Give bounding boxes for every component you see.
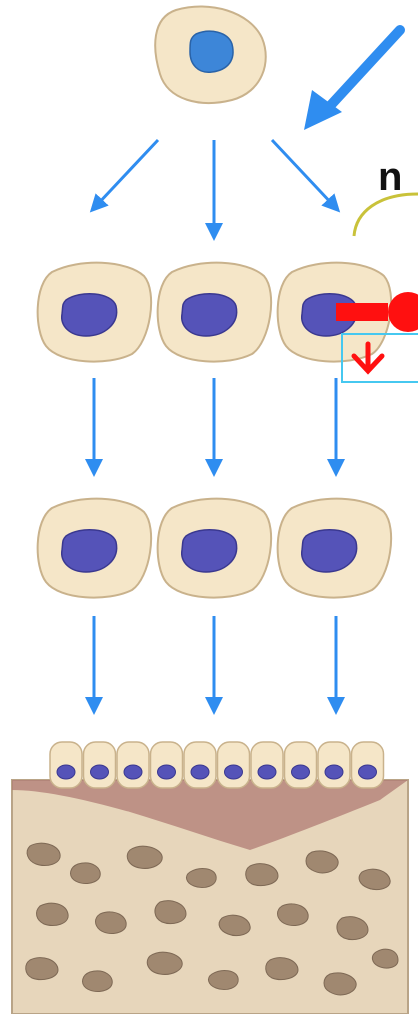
bone-pores [25,842,399,996]
osteoblast-cell [149,741,184,789]
nucleus [56,764,76,780]
progenitor-cell-row [36,261,393,363]
nucleus [90,764,109,780]
down-arrow-icon [351,341,385,375]
osteoblast-cell [116,741,150,789]
progenitor-cell [36,261,153,363]
osteoblast-cell [350,741,385,789]
osteoblast-cell [283,741,318,789]
nucleus [190,764,210,780]
precursor-cell [156,497,273,599]
receptor-arc [352,192,418,237]
bone-tissue [11,779,409,1014]
osteoblast-cell [82,741,117,789]
progenitor-cell [156,261,273,363]
inhibition-inset [341,333,418,383]
precursor-cell [36,497,153,599]
maturation-arrows [85,378,345,477]
stem-cell [154,5,267,104]
nucleus [291,764,310,780]
incoming-signal-arrow [304,25,405,130]
precursor-cell-row [36,497,393,599]
deposition-arrows [85,616,345,715]
osteoblast-cell [49,741,83,789]
osteoblast-cell [216,741,251,789]
nucleus [257,764,277,780]
nucleus [123,764,143,780]
arrow-left [89,138,160,213]
osteoblast-cell [183,741,217,789]
osteoblast-cell [317,741,351,789]
osteoid-layer [12,780,408,850]
nucleus [157,764,176,780]
nucleus [358,764,377,780]
arrow-right [270,138,341,213]
nucleus [224,764,243,780]
inhibitor-symbol [336,292,418,332]
edge-label-n: n [378,155,402,199]
osteoblast-cell [250,741,284,789]
osteoblast-lining-row [49,741,385,789]
precursor-cell [276,497,393,599]
differentiation-arrows [89,138,341,241]
nucleus [324,764,344,780]
